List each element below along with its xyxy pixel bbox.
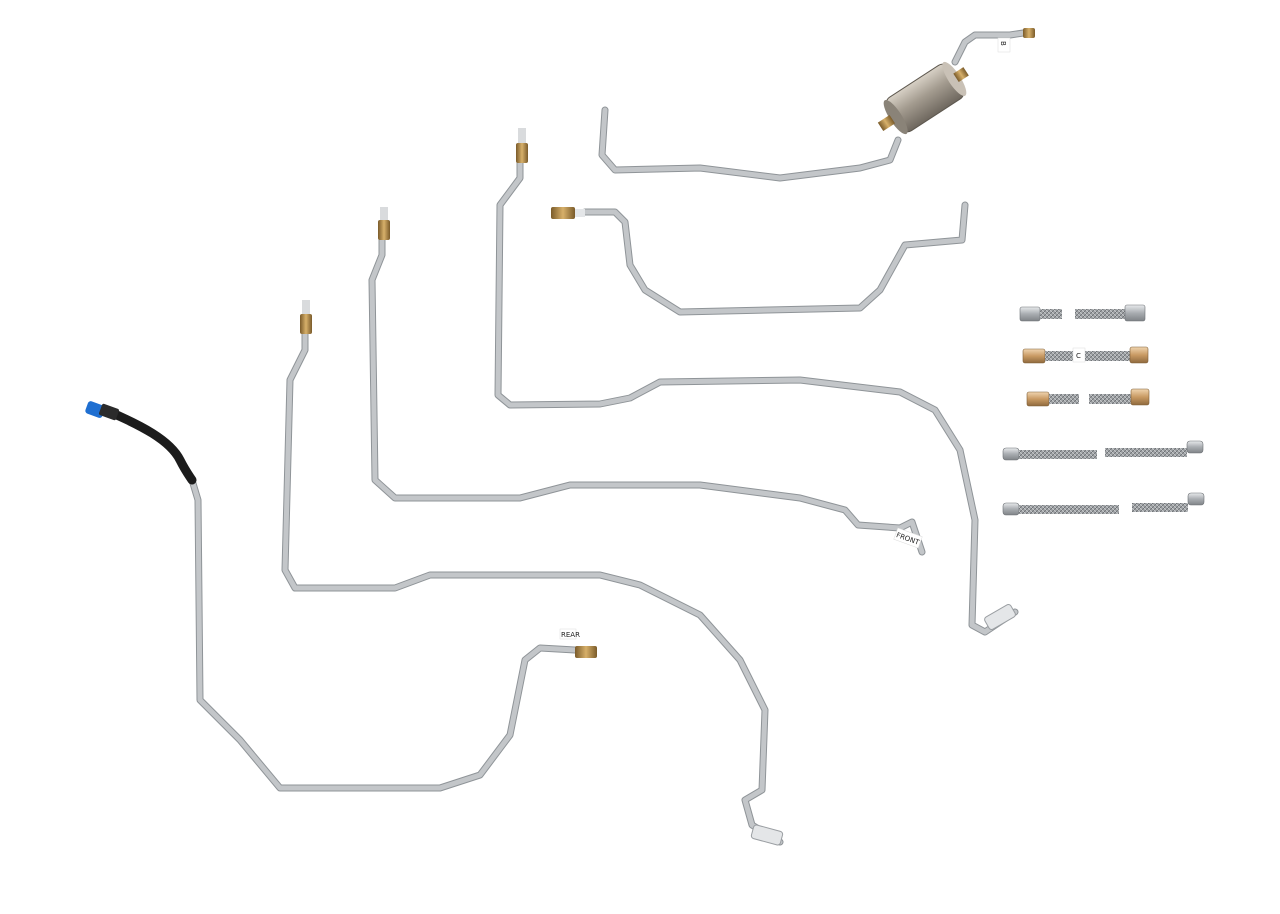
rear-line-tube [188, 476, 579, 792]
rear-tag: REAR [559, 628, 580, 640]
braided-hose-icon [1002, 440, 1204, 461]
main-supply-tube [281, 326, 784, 846]
braided-hose-icon [1026, 388, 1150, 407]
flare-nut-icon [516, 128, 528, 163]
flare-nut-icon [575, 646, 597, 658]
front-tag: FRONT [893, 527, 923, 549]
tube-end-fitting [984, 604, 1016, 630]
flare-nut-icon [378, 207, 390, 240]
flare-nut-icon [1023, 28, 1035, 38]
braided-hose-icon: C [1022, 346, 1149, 364]
filter-tag-label: B [999, 41, 1007, 46]
fuel-filter-icon [877, 61, 969, 135]
filter-tag: B [997, 37, 1011, 53]
flare-nut-icon [551, 207, 585, 219]
quick-connect-icon [85, 401, 119, 421]
long-return-tube [494, 158, 1019, 636]
black-hose [105, 407, 197, 485]
braided-hose-icon [1002, 492, 1205, 516]
crossover-tube [581, 201, 969, 316]
braided-hose-icon [1019, 304, 1146, 322]
tube-end-fitting [750, 824, 784, 846]
rear-tag-label: REAR [561, 631, 580, 639]
flare-nut-icon [300, 300, 312, 334]
filter-line-tube [598, 28, 1034, 182]
hose-tag-c-label: C [1076, 352, 1081, 360]
front-line-tube [368, 236, 926, 556]
